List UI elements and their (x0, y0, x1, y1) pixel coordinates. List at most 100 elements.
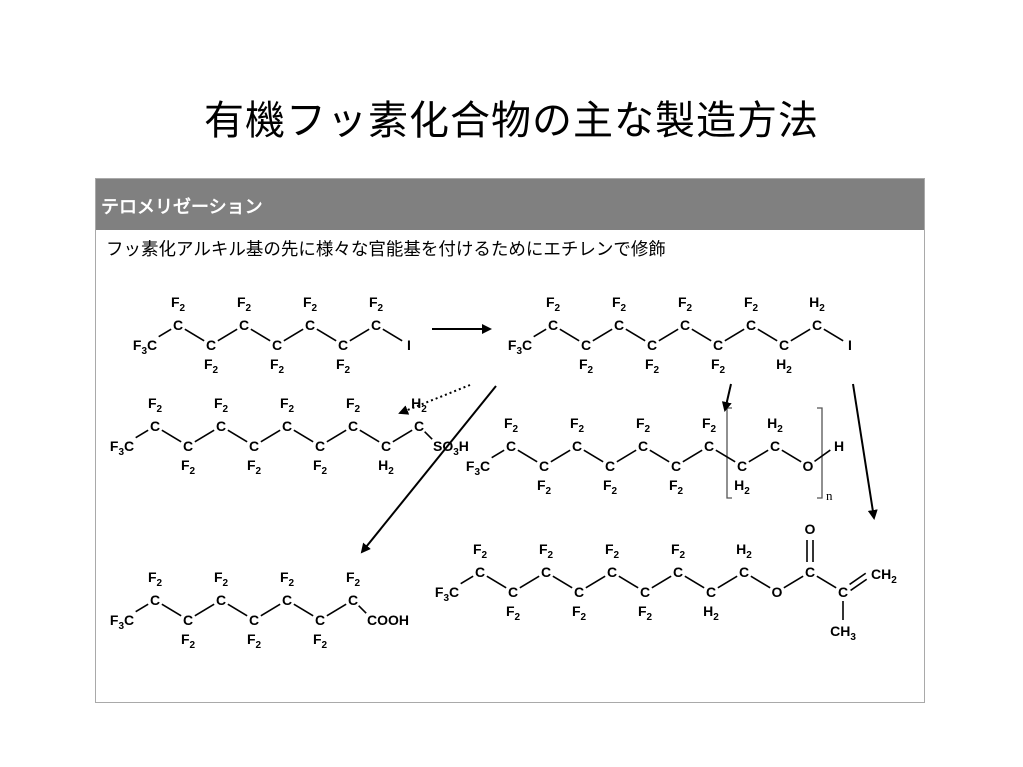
carbon-label: C (737, 458, 747, 474)
vinyl-double-bond (850, 578, 868, 592)
chain-bond (592, 328, 613, 342)
chain-bond (293, 429, 314, 443)
carbon-label: C (706, 584, 716, 600)
chain-bond (326, 603, 347, 617)
end-group-label: SO3​H (433, 438, 469, 458)
substituent-label: F2​ (346, 395, 361, 415)
substituent-label: F2​ (171, 294, 186, 314)
start-group-label: F3​C (110, 612, 134, 632)
substituent-label: F2​ (148, 395, 163, 415)
chain-bond (161, 429, 182, 443)
chain-bond (460, 575, 474, 585)
chain-bond (135, 603, 149, 613)
chain-bond (260, 603, 281, 617)
chain-bond (293, 603, 314, 617)
substituent-label: F2​ (270, 356, 285, 376)
carbon-label: C (381, 438, 391, 454)
chain-bond (748, 449, 769, 463)
methyl-group-label: CH3​ (830, 623, 856, 643)
substituent-label: F2​ (214, 395, 229, 415)
chain-bond (326, 429, 347, 443)
substituent-label: F2​ (539, 541, 554, 561)
chain-bond (691, 328, 712, 342)
substituent-label: F2​ (369, 294, 384, 314)
chain-bond (517, 449, 538, 463)
chain-bond (533, 328, 547, 338)
end-group-label: I (848, 337, 852, 353)
substituent-label: F2​ (702, 415, 717, 435)
chain-bond (184, 328, 205, 342)
chain-bond (559, 328, 580, 342)
start-group-label: F3​C (466, 458, 490, 478)
chain-bond (618, 575, 639, 589)
carbon-label: C (779, 337, 789, 353)
chain-bond (194, 429, 215, 443)
carbon-label: C (282, 418, 292, 434)
chain-bond (349, 328, 370, 342)
carbon-label: C (338, 337, 348, 353)
carbon-label: C (671, 458, 681, 474)
substituent-label: F2​ (678, 294, 693, 314)
carbonyl-oxygen-label: O (805, 521, 816, 537)
end-bond (823, 328, 844, 342)
chain-bond (316, 328, 337, 342)
carbon-label: C (272, 337, 282, 353)
substituent-label: H2​ (734, 477, 750, 497)
chain-bond (585, 575, 606, 589)
substituent-label: F2​ (605, 541, 620, 561)
chain-bond (135, 429, 149, 439)
chain-bond (616, 449, 637, 463)
carbon-label: C (183, 438, 193, 454)
substituent-label: F2​ (537, 477, 552, 497)
end-bond (424, 431, 433, 440)
substituent-label: F2​ (247, 457, 262, 477)
alpha-carbon-label: C (838, 584, 848, 600)
substituent-label: H2​ (767, 415, 783, 435)
substituent-label: F2​ (504, 415, 519, 435)
end-group-label: I (407, 337, 411, 353)
chain-bond (552, 575, 573, 589)
telomerization-panel: テロメリゼーション フッ素化アルキル基の先に様々な官能基を付けるためにエチレンで… (95, 178, 925, 703)
panel-header-label: テロメリゼーション (101, 197, 263, 218)
substituent-label: F2​ (247, 631, 262, 651)
slide-title: 有機フッ素化合物の主な製造方法 (204, 98, 819, 144)
repeat-count-label: n (826, 488, 833, 503)
carbon-label: C (348, 418, 358, 434)
substituent-label: F2​ (546, 294, 561, 314)
reaction-arrows (360, 324, 878, 554)
substituent-label: F2​ (473, 541, 488, 561)
substituent-label: H2​ (411, 395, 427, 415)
ester-bond (750, 575, 771, 589)
substituent-label: F2​ (570, 415, 585, 435)
chain-bond (283, 328, 304, 342)
chain-bond (757, 328, 778, 342)
carbon-label: C (315, 438, 325, 454)
repeat-bracket-left (726, 407, 732, 499)
carbon-label: C (673, 564, 683, 580)
carbon-label: C (414, 418, 424, 434)
chain-bond (491, 449, 505, 459)
substituent-label: F2​ (638, 603, 653, 623)
carbon-label: C (315, 612, 325, 628)
chain-bond (519, 575, 540, 589)
carbon-label: C (647, 337, 657, 353)
substituent-label: F2​ (506, 603, 521, 623)
reaction-arrow-fluorotelomer-methacrylate (852, 383, 878, 520)
carbon-label: C (249, 438, 259, 454)
start-group-label: F3​C (508, 337, 532, 357)
chain-bond (550, 449, 571, 463)
chain-bond (658, 328, 679, 342)
panel-description: フッ素化アルキル基の先に様々な官能基を付けるためにエチレンで修飾 (106, 240, 666, 260)
chain-bond (682, 449, 703, 463)
carbonyl-carbon-label: C (805, 564, 815, 580)
carbon-label: C (548, 317, 558, 333)
carbon-label: C (539, 458, 549, 474)
carbon-label: C (638, 438, 648, 454)
chain-bond (649, 449, 670, 463)
molecule-structures: F3​C C F2​ C F2​ C F2​ C F2​ C F2​ C F2​ C F2​ I F3​C C F2… (110, 294, 897, 651)
substituent-label: F2​ (181, 457, 196, 477)
end-bond (358, 605, 367, 614)
